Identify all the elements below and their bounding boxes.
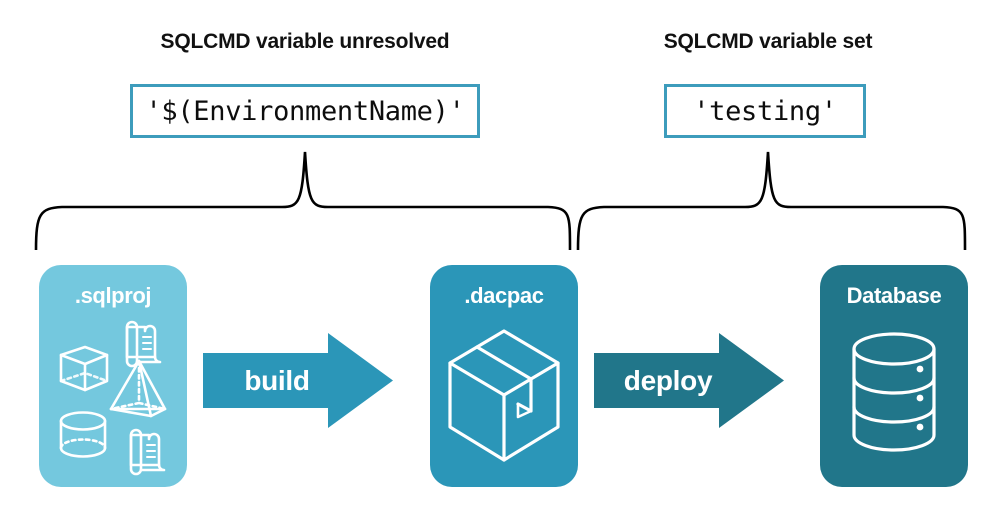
stage-box-sqlproj: .sqlproj: [39, 265, 187, 487]
stage-box-dacpac: .dacpac: [430, 265, 578, 487]
code-box-testing: 'testing': [664, 84, 866, 138]
pyramid-icon: [109, 359, 167, 418]
database-cylinder-icon: [852, 332, 936, 452]
brace-left-path: [34, 151, 572, 250]
arrow-deploy-shape: [594, 333, 784, 428]
cube-icon: [59, 345, 109, 392]
cylinder-icon: [59, 411, 107, 458]
code-box-environment-name: '$(EnvironmentName)': [130, 84, 480, 138]
stage-label-database: Database: [846, 283, 942, 308]
section-title-right: SQLCMD variable set: [663, 30, 873, 53]
section-title-left: SQLCMD variable unresolved: [160, 30, 450, 53]
arrow-build: build: [203, 333, 393, 428]
package-box-icon: [448, 329, 560, 462]
brace-right-path: [576, 151, 967, 250]
scroll-icon-bottom: [129, 428, 166, 476]
dacpac-artwork: [448, 329, 560, 462]
arrow-deploy: deploy: [594, 333, 784, 428]
scroll-icon-top: [125, 320, 162, 368]
arrow-build-shape: [203, 333, 393, 428]
sqlproj-artwork: [59, 320, 167, 476]
stage-label-dacpac: .dacpac: [464, 283, 544, 308]
brace-layer: [34, 151, 967, 250]
stage-label-sqlproj: .sqlproj: [74, 283, 152, 308]
stage-box-database: Database: [820, 265, 968, 487]
database-artwork: [852, 332, 936, 452]
